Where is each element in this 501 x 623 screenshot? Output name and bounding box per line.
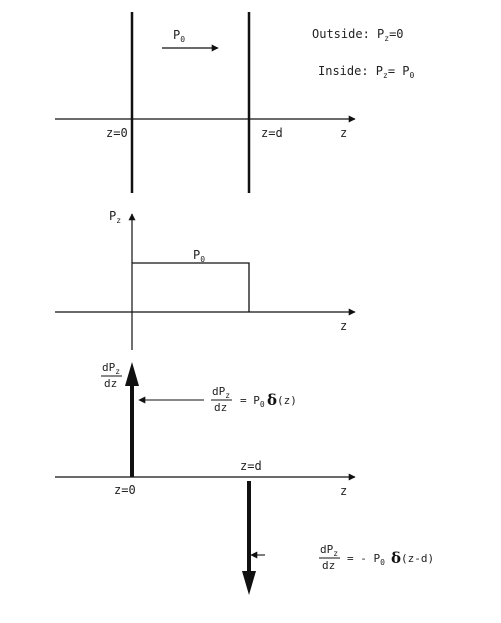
z0-label: z=0 <box>106 126 128 140</box>
svg-text:= P0: = P0 <box>240 394 265 409</box>
z-axis-label: z <box>340 126 347 140</box>
svg-text:(z): (z) <box>277 394 297 407</box>
svg-text:dPz: dPz <box>320 543 338 558</box>
slab-panel: P0 Outside: Pz=0 Inside: Pz= P0 z=0 z=d … <box>55 12 415 193</box>
pz-step-curve <box>132 262 250 312</box>
pz-y-label: Pz <box>109 209 121 225</box>
negative-delta-arrowhead <box>242 571 256 595</box>
svg-text:(z-d): (z-d) <box>401 552 434 565</box>
z0-label: z=0 <box>114 483 136 497</box>
equation-positive: dPz dz = P0 δ (z) <box>211 385 297 414</box>
derivative-y-label: dPz dz <box>101 361 122 390</box>
equation-negative: dPz dz = - P0 δ (z-d) <box>319 543 434 572</box>
z-axis-label: z <box>340 319 347 333</box>
inside-label: Inside: Pz= P0 <box>318 64 415 80</box>
outside-label: Outside: Pz=0 <box>312 27 404 43</box>
svg-text:= - P0: = - P0 <box>347 552 385 567</box>
positive-delta-arrowhead <box>125 362 139 386</box>
svg-text:δ: δ <box>267 391 277 409</box>
svg-text:dz: dz <box>322 559 335 572</box>
zd-label: z=d <box>240 459 262 473</box>
derivative-panel: dPz dz dPz dz = P0 δ (z) dPz dz = - P0 δ… <box>55 361 434 595</box>
pz-profile-panel: Pz P0 z <box>55 209 356 350</box>
p0-level-label: P0 <box>193 248 205 264</box>
svg-text:δ: δ <box>391 549 401 567</box>
svg-text:dz: dz <box>214 401 227 414</box>
z-axis-label: z <box>340 484 347 498</box>
svg-text:dPz: dPz <box>102 361 120 376</box>
zd-label: z=d <box>261 126 283 140</box>
svg-text:dPz: dPz <box>212 385 230 400</box>
svg-text:dz: dz <box>104 377 117 390</box>
p0-label: P0 <box>173 28 185 44</box>
